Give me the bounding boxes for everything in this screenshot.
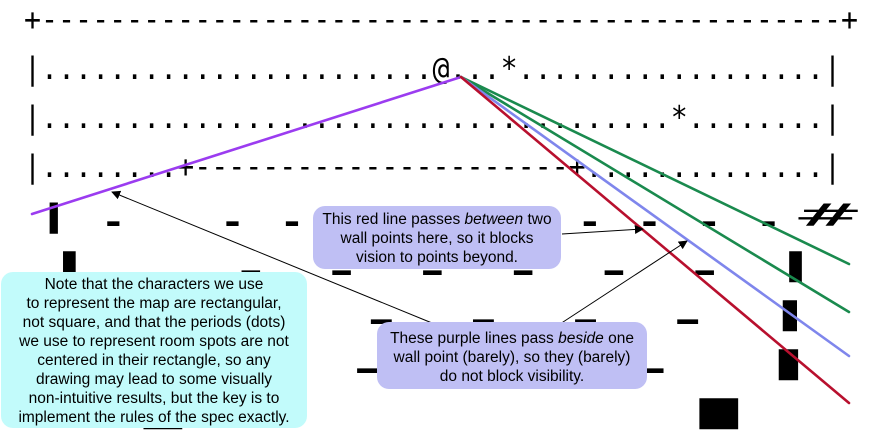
note-line-7: non-intuitive results, but the key is to (28, 390, 280, 407)
purple-lines-callout-line-3: do not block visibility. (439, 368, 585, 385)
red-line-callout: This red line passes between two wall po… (313, 206, 561, 269)
note-line-2: to represent the map are rectangular, (26, 295, 282, 312)
note-line-1: Note that the characters we use (44, 276, 264, 293)
purple-lines-callout-line-1: These purple lines pass beside one (390, 330, 634, 347)
blue-ray (459, 75, 851, 358)
note-line-6: drawing may lead to some visually (35, 371, 273, 388)
purple-ray (30, 75, 463, 216)
red-line-callout-line-2: wall points here, so it blocks (340, 230, 534, 247)
note-line-5: centered in their rectangle, so any (37, 352, 271, 369)
map-row-3: |........+----------------------+.......… (24, 149, 841, 185)
note-line-8: implement the rules of the spec exactly. (18, 409, 290, 426)
green-ray-2 (459, 75, 851, 314)
red-callout-arrow (561, 225, 644, 235)
green-ray-1 (459, 75, 851, 266)
purple-lines-callout-line-2: wall point (barely), so they (barely) (393, 349, 631, 366)
note-line-4: we use to represent room spots are not (19, 333, 289, 350)
purple-callout-arrow-left (111, 190, 433, 324)
red-line-callout-line-3: vision to points beyond. (356, 249, 518, 266)
purple-lines-callout: These purple lines pass beside one wall … (377, 322, 647, 389)
red-ray (459, 75, 851, 405)
pointer-arrows (111, 190, 688, 325)
sight-rays (30, 75, 851, 405)
map-row-1: |.......................@...*...........… (24, 51, 841, 87)
note-callout: Note that the characters we use to repre… (1, 272, 307, 428)
red-line-callout-line-1: This red line passes between two (322, 211, 552, 228)
map-row-2: |.....................................*.… (24, 100, 841, 136)
map-row-0: +---------------------------------------… (24, 2, 858, 38)
purple-callout-arrow-right (559, 240, 688, 325)
note-line-3: not square, and that the periods (dots) (22, 314, 286, 331)
